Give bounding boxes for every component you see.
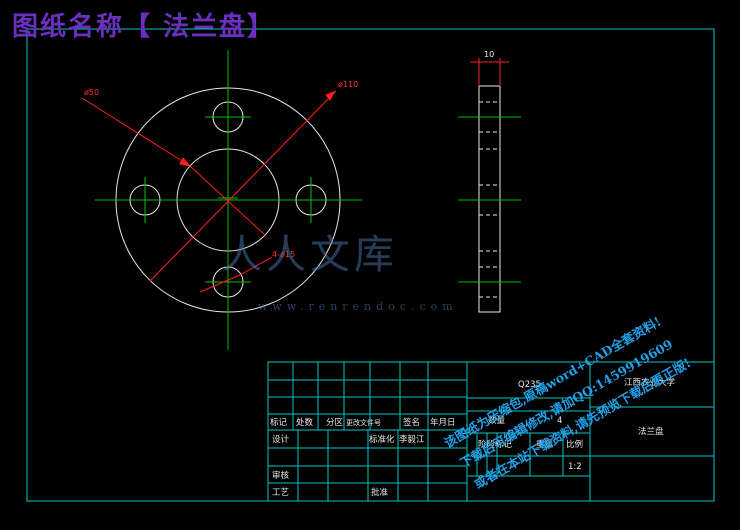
tb-signer: 李毅江 bbox=[399, 435, 425, 445]
hidden-lines bbox=[479, 101, 500, 298]
tb-scale-label: 比例 bbox=[566, 440, 584, 450]
watermark-url: www.renrendoc.com bbox=[258, 300, 458, 313]
dimension-lines bbox=[81, 90, 337, 293]
tb-material: Q235 bbox=[518, 380, 541, 390]
side-outline bbox=[478, 85, 501, 313]
tb-part-name: 法兰盘 bbox=[638, 427, 664, 437]
side-center-lines bbox=[458, 116, 521, 283]
drawing-title-banner: 图纸名称【 法兰盘】 bbox=[12, 12, 276, 42]
tb-header-change-doc: 更改文件号 bbox=[346, 419, 381, 427]
tb-quantity-label: 数量 bbox=[488, 416, 506, 426]
thickness-dimension bbox=[470, 58, 509, 86]
side-view bbox=[458, 58, 521, 313]
tb-process-label: 工艺 bbox=[272, 488, 290, 498]
dim-hole-callout: 4-ø15 bbox=[272, 250, 296, 259]
tb-stage-mark-label: 阶段标记 bbox=[478, 440, 513, 450]
dim-thickness: 10 bbox=[484, 50, 495, 59]
dim-bore-diameter: ø50 bbox=[84, 88, 100, 97]
watermark-logo: 人人文库 bbox=[222, 232, 398, 278]
tb-standardization-label: 标准化 bbox=[369, 435, 395, 445]
tb-header-mark: 标记 bbox=[270, 418, 288, 428]
tb-header-count: 处数 bbox=[296, 418, 314, 428]
center-lines bbox=[95, 50, 362, 350]
dim-outer-diameter: ø110 bbox=[338, 80, 359, 89]
front-view bbox=[81, 50, 362, 350]
tb-header-date: 年月日 bbox=[430, 418, 456, 428]
tb-quantity-value: 4 bbox=[557, 416, 563, 426]
tb-scale-value: 1:2 bbox=[568, 462, 582, 472]
tb-approve-label: 批准 bbox=[371, 488, 389, 498]
tb-header-sign: 签名 bbox=[403, 418, 421, 428]
tb-school: 江西农业大学 bbox=[624, 378, 676, 388]
tb-weight-label: 重量 bbox=[536, 440, 554, 450]
title-block-grid bbox=[267, 361, 715, 502]
tb-design-label: 设计 bbox=[272, 435, 290, 445]
tb-review-label: 审核 bbox=[272, 471, 290, 481]
tb-header-zone: 分区 bbox=[326, 418, 344, 428]
